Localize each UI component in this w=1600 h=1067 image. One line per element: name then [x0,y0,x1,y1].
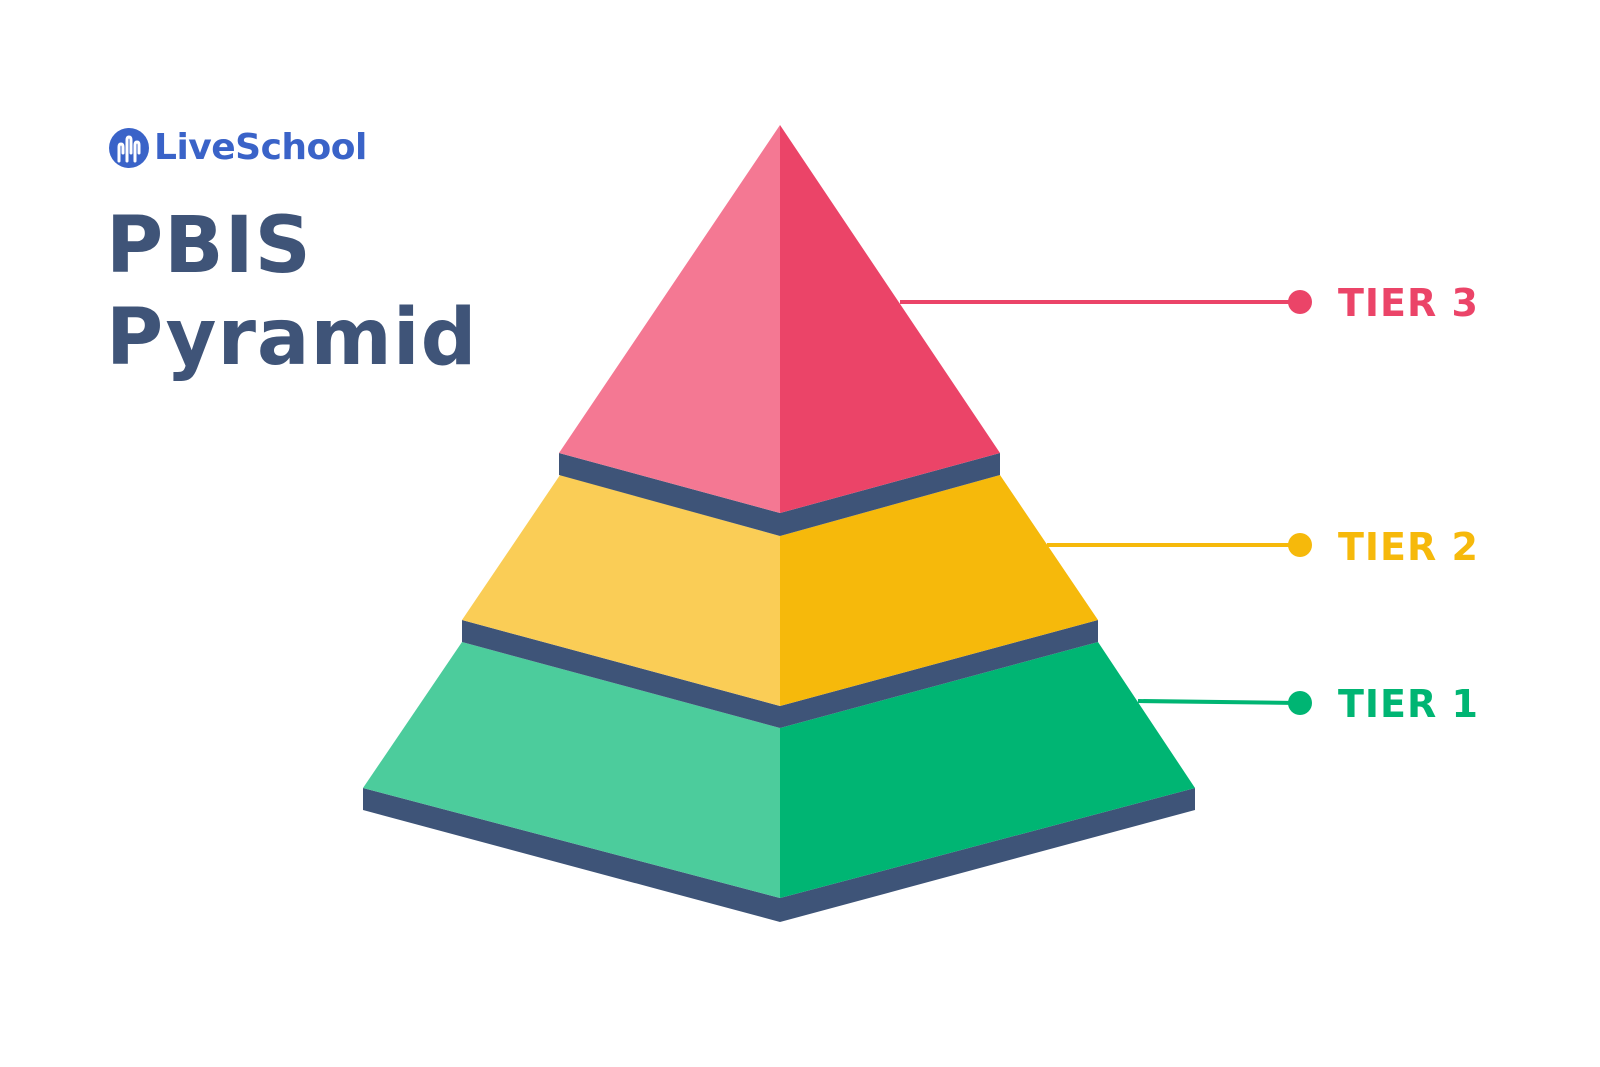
raised-hands-icon [109,128,149,168]
liveschool-logo: LiveSchool [108,124,367,172]
tier-2-dot [1288,533,1312,557]
tier-1-block [363,642,1195,922]
tier-2-right-face [780,475,1098,706]
brand-name: LiveSchool [154,127,367,168]
tier-2-leader [1047,533,1312,557]
tier-1-leader [1137,691,1312,715]
tier-1-label: TIER 1 [1338,682,1479,726]
tier-3-block [559,125,1000,536]
tier-2-left-face [462,475,780,706]
tier-2-ledge [462,620,1098,728]
page-title: PBIS Pyramid [106,200,477,384]
tier-1-dot [1288,691,1312,715]
title-line-2: Pyramid [106,293,478,383]
tier-2-label: TIER 2 [1338,525,1479,569]
tier-1-left-face [363,642,780,898]
tier-3-dot [1288,290,1312,314]
tier-2-block [462,475,1098,728]
tier-1-right-face [780,642,1195,898]
tier-3-right-face [780,125,1000,513]
tier-3-ledge [559,453,1000,536]
title-line-1: PBIS [106,201,312,291]
tier-3-label: TIER 3 [1338,281,1479,325]
tier-3-left-face [559,125,780,513]
tier-3-leader [900,290,1312,314]
